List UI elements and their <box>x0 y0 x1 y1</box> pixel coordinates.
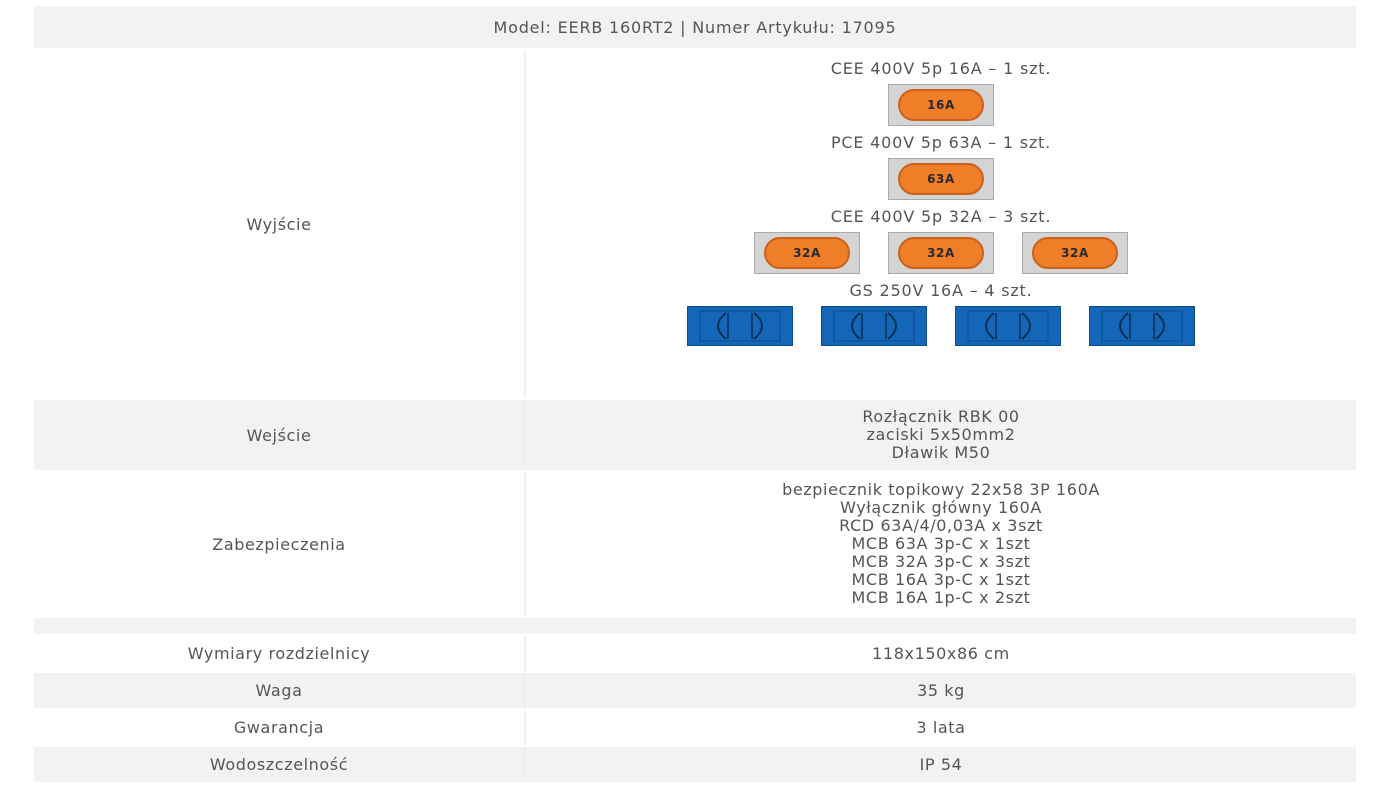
protection-line: bezpiecznik topikowy 22x58 3P 160A <box>782 480 1100 499</box>
spec-label: Waga <box>34 673 526 708</box>
spec-value: 118x150x86 cm <box>872 644 1010 663</box>
cee-socket-icon: 63A <box>888 158 994 200</box>
spec-value: IP 54 <box>919 755 963 774</box>
schuko-socket-icon <box>821 306 927 346</box>
input-line: zaciski 5x50mm2 <box>866 425 1016 444</box>
spec-table: Model: EERB 160RT2 | Numer Artykułu: 170… <box>34 6 1356 784</box>
protection-label: Zabezpieczenia <box>34 472 526 616</box>
spec-label: Gwarancja <box>34 710 526 745</box>
output-group-title: PCE 400V 5p 63A – 1 szt. <box>830 133 1052 152</box>
spec-value: 3 lata <box>916 718 966 737</box>
socket-face: 32A <box>764 237 850 269</box>
protection-line: MCB 16A 3p-C x 1szt <box>851 570 1031 589</box>
socket-face: 32A <box>1032 237 1118 269</box>
spec-value: 35 kg <box>917 681 965 700</box>
protection-line: MCB 16A 1p-C x 2szt <box>851 588 1031 607</box>
socket-rating: 32A <box>927 246 955 260</box>
input-line: Dławik M50 <box>891 443 991 462</box>
spacer-row <box>34 618 1356 636</box>
schuko-socket-icon <box>955 306 1061 346</box>
socket-face: 63A <box>898 163 984 195</box>
schuko-socket-icon <box>687 306 793 346</box>
output-group-title: CEE 400V 5p 16A – 1 szt. <box>830 59 1052 78</box>
schuko-socket-icon <box>1089 306 1195 346</box>
spec-row: Wymiary rozdzielnicy 118x150x86 cm <box>34 636 1356 673</box>
outputs-value: CEE 400V 5p 16A – 1 szt. 16A PCE 400V 5p 6… <box>526 50 1356 398</box>
outputs-label: Wyjście <box>34 50 526 398</box>
cee-socket-icon: 32A <box>888 232 994 274</box>
socket-face: 16A <box>898 89 984 121</box>
model-header: Model: EERB 160RT2 | Numer Artykułu: 170… <box>493 17 897 37</box>
socket-row: 63A <box>888 158 994 200</box>
socket-rating: 32A <box>793 246 821 260</box>
specs-list: Wymiary rozdzielnicy 118x150x86 cm Waga 35 … <box>34 636 1356 784</box>
input-line: Rozłącznik RBK 00 <box>862 407 1020 426</box>
socket-row <box>687 306 1195 346</box>
spec-row: Wodoszczelność IP 54 <box>34 747 1356 784</box>
cee-socket-icon: 32A <box>754 232 860 274</box>
cee-socket-icon: 16A <box>888 84 994 126</box>
header-row: Model: EERB 160RT2 | Numer Artykułu: 170… <box>34 6 1356 50</box>
socket-rating: 63A <box>927 172 955 186</box>
socket-row: 32A 32A 32A <box>754 232 1128 274</box>
protection-line: MCB 32A 3p-C x 3szt <box>851 552 1031 571</box>
socket-row: 16A <box>888 84 994 126</box>
output-group-title: CEE 400V 5p 32A – 3 szt. <box>830 207 1052 226</box>
protection-line: Wyłącznik główny 160A <box>840 498 1042 517</box>
outputs-row: Wyjście CEE 400V 5p 16A – 1 szt. 16A PCE 4… <box>34 50 1356 400</box>
input-label: Wejście <box>34 400 526 470</box>
socket-rating: 32A <box>1061 246 1089 260</box>
spec-label: Wymiary rozdzielnicy <box>34 636 526 671</box>
protection-line: MCB 63A 3p-C x 1szt <box>851 534 1031 553</box>
socket-face: 32A <box>898 237 984 269</box>
cee-socket-icon: 32A <box>1022 232 1128 274</box>
spec-label: Wodoszczelność <box>34 747 526 782</box>
output-group-title: GS 250V 16A – 4 szt. <box>849 281 1033 300</box>
spec-row: Waga 35 kg <box>34 673 1356 710</box>
spec-row: Gwarancja 3 lata <box>34 710 1356 747</box>
socket-rating: 16A <box>927 98 955 112</box>
protection-row: Zabezpieczenia bezpiecznik topikowy 22x5… <box>34 472 1356 618</box>
protection-line: RCD 63A/4/0,03A x 3szt <box>839 516 1043 535</box>
